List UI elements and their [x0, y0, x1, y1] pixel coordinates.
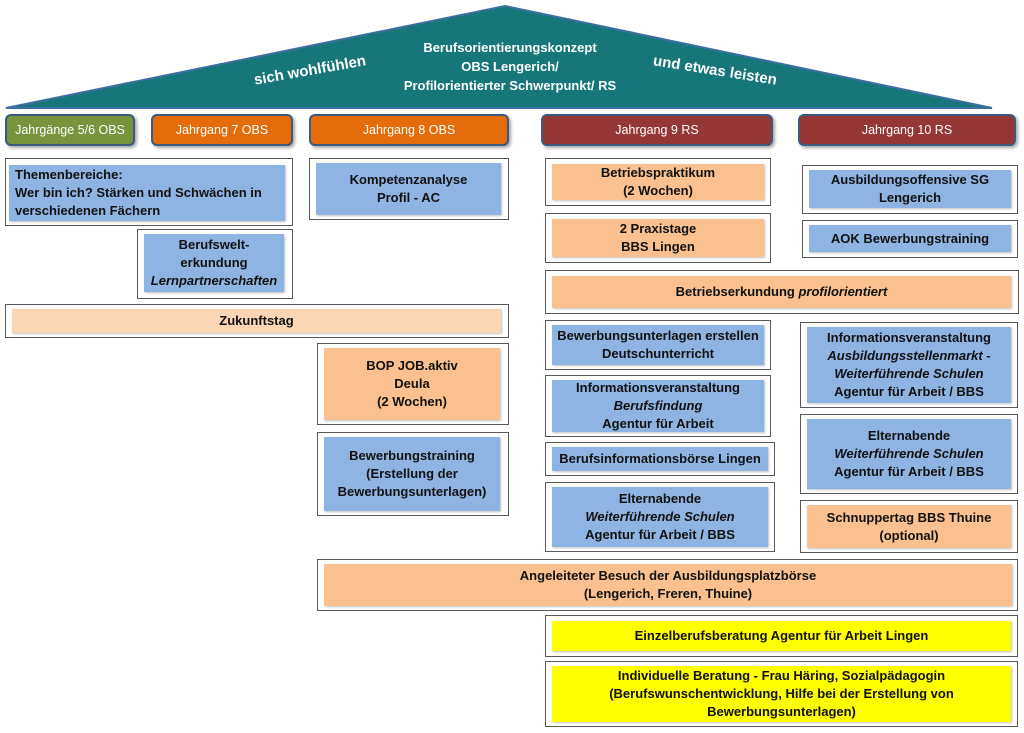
box-elternabende-10: Elternabende Weiterführende Schulen Agen… [807, 419, 1011, 489]
box-text: Betriebserkundung [675, 284, 799, 299]
box-individuelle-beratung: Individuelle Beratung - Frau Häring, Soz… [552, 666, 1011, 722]
box-schnuppertag: Schnuppertag BBS Thuine (optional) [807, 505, 1011, 548]
box-text-line: (Lengerich, Freren, Thuine) [583, 586, 753, 601]
box-text-line: Angeleiteter Besuch der Ausbildungsplatz… [519, 568, 817, 583]
box-bop-job-aktiv: BOP JOB.aktiv Deula (2 Wochen) [324, 348, 500, 420]
box-informationsveranstaltung-10: Informationsveranstaltung Ausbildungsste… [807, 327, 1011, 403]
box-text-line: Weiterführende Schulen [834, 366, 984, 381]
box-text-line: (2 Wochen) [377, 394, 447, 409]
box-text-line: (Erstellung der [366, 466, 458, 481]
box-text-line: erkundung [180, 255, 248, 270]
header-grade-8: Jahrgang 8 OBS [309, 114, 509, 146]
box-text-line: Weiterführende Schulen [585, 509, 735, 524]
box-text-line: Elternabende [867, 428, 951, 443]
box-text-line: Bewerbungsunterlagen) [707, 704, 856, 719]
roof-title-line: Profilorientierter Schwerpunkt/ RS [403, 78, 617, 93]
box-text-line: Bewerbungstraining [349, 448, 475, 463]
box-text-line: Informationsveranstaltung [576, 380, 740, 395]
box-text-line: Bewerbungsunterlagen) [337, 484, 487, 499]
box-text-line: (optional) [879, 527, 939, 543]
box-text-line: Themenbereiche: [15, 167, 123, 182]
box-themenbereiche: Themenbereiche: Wer bin ich? Stärken und… [9, 165, 285, 221]
box-text-line: Schnuppertag BBS Thuine [826, 509, 992, 525]
header-grade-7: Jahrgang 7 OBS [151, 114, 293, 146]
box-text-line: Lernpartnerschaften [150, 273, 278, 288]
box-text-line: Lengerich [878, 190, 942, 205]
box-betriebspraktikum: Betriebspraktikum (2 Wochen) [552, 164, 764, 200]
box-text-line: Kompetenzanalyse [349, 172, 468, 187]
box-text-line: Ausbildungsoffensive SG [830, 172, 990, 187]
box-text-line: Weiterführende Schulen [834, 446, 984, 461]
roof [5, 4, 993, 109]
box-text-line: Agentur für Arbeit / BBS [834, 384, 984, 399]
box-kompetenzanalyse: Kompetenzanalyse Profil - AC [316, 163, 501, 215]
box-text-line: Bewerbungsunterlagen erstellen [557, 328, 759, 343]
box-text-line: Agentur für Arbeit / BBS [834, 464, 984, 479]
box-text-line: Agentur für Arbeit [602, 416, 714, 431]
box-text-line: Deutschunterricht [602, 346, 714, 361]
box-zukunftstag: Zukunftstag [12, 309, 501, 333]
header-grade-10: Jahrgang 10 RS [798, 114, 1016, 146]
box-ausbildungsoffensive: Ausbildungsoffensive SG Lengerich [809, 170, 1011, 208]
box-text-line: 2 Praxistage [619, 221, 697, 236]
box-text-line: Elternabende [618, 491, 702, 506]
header-grade-5-6: Jahrgänge 5/6 OBS [5, 114, 135, 146]
box-berufsinformationsboerse: Berufsinformationsbörse Lingen [552, 447, 768, 471]
box-text-line: verschiedenen Fächern [15, 203, 161, 218]
box-text-line: Agentur für Arbeit / BBS [585, 527, 735, 542]
box-text-line: Berufswelt- [178, 237, 250, 252]
box-text-line: Informationsveranstaltung [827, 330, 991, 345]
box-text-line: (2 Wochen) [623, 183, 693, 198]
box-text-line: Profil - AC [376, 190, 441, 205]
box-ausbildungsplatzboerse: Angeleiteter Besuch der Ausbildungsplatz… [324, 564, 1012, 606]
box-text-line: Berufsfindung [613, 398, 703, 413]
box-berufsweltkundung: Berufswelt- erkundung Lernpartnerschafte… [144, 234, 284, 292]
box-text-line: Ausbildungsstellenmarkt - [827, 348, 991, 363]
box-text-line: Individuelle Beratung - Frau Häring, Soz… [617, 668, 946, 683]
box-praxistage: 2 Praxistage BBS Lingen [552, 219, 764, 257]
box-text-line: Betriebspraktikum [600, 165, 716, 180]
box-text-line: (Berufswunschentwicklung, Hilfe bei der … [609, 686, 954, 701]
box-text-line: Wer bin ich? Stärken und Schwächen in [15, 185, 262, 200]
box-einzelberufsberatung: Einzelberufsberatung Agentur für Arbeit … [552, 621, 1011, 651]
box-informationsveranstaltung-9: Informationsveranstaltung Berufsfindung … [552, 380, 764, 432]
box-text-line: BOP JOB.aktiv [366, 358, 458, 373]
box-text-line: Deula [394, 376, 430, 391]
header-grade-9: Jahrgang 9 RS [541, 114, 773, 146]
box-text-line: BBS Lingen [621, 239, 695, 254]
box-betriebserkundung: Betriebserkundung profilorientiert [552, 276, 1011, 308]
box-text-italic: profilorientiert [798, 284, 888, 299]
box-aok-bewerbungstraining: AOK Bewerbungstraining [809, 225, 1011, 252]
box-elternabende-9: Elternabende Weiterführende Schulen Agen… [552, 487, 768, 547]
roof-title-line: OBS Lengerich/ [461, 59, 559, 74]
box-bewerbungsunterlagen: Bewerbungsunterlagen erstellen Deutschun… [552, 325, 764, 365]
roof-title-line: Berufsorientierungskonzept [423, 40, 597, 55]
roof-title: Berufsorientierungskonzept OBS Lengerich… [380, 38, 640, 95]
box-bewerbungstraining: Bewerbungstraining (Erstellung der Bewer… [324, 437, 500, 511]
